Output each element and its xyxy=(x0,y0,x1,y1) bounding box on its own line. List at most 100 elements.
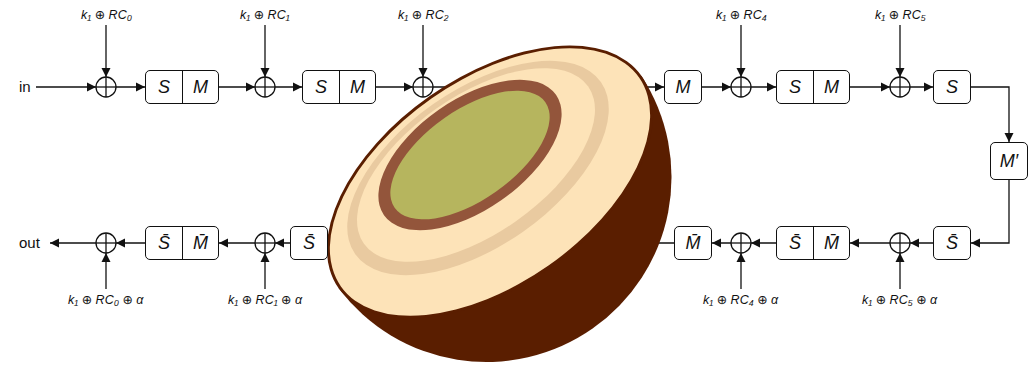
arrowhead xyxy=(655,83,664,92)
arrowhead xyxy=(50,239,59,248)
coconut-rim xyxy=(278,0,702,365)
xor-cross xyxy=(105,77,106,97)
xor-symbol xyxy=(255,77,275,97)
arrowhead xyxy=(275,239,284,248)
arrowhead xyxy=(419,68,428,77)
round-key-label: k₁ ⊕ RC₅ ⊕ α xyxy=(862,293,937,308)
cipher-box: M̄ xyxy=(674,226,712,260)
cipher-box: S̄ xyxy=(933,226,971,260)
coconut-flesh-inner xyxy=(324,30,628,300)
round-key-label: k₁ ⊕ RC₁ ⊕ α xyxy=(228,293,302,308)
cipher-box: S̄M̄ xyxy=(145,226,219,260)
cipher-box: S̄M̄ xyxy=(776,226,850,260)
xor-cross xyxy=(740,233,741,253)
cipher-box: SM xyxy=(302,70,376,104)
connector-line xyxy=(702,86,776,87)
arrowhead xyxy=(737,68,746,77)
operation-symbol: S xyxy=(146,71,182,103)
arrowhead xyxy=(219,239,228,248)
connector-line xyxy=(712,242,776,243)
arrowhead xyxy=(896,68,905,77)
xor-cross xyxy=(899,77,900,97)
round-key-label: k₁ ⊕ RC₄ xyxy=(716,8,767,23)
arrowhead xyxy=(924,83,933,92)
coconut-core xyxy=(369,65,571,244)
arrowhead xyxy=(850,239,859,248)
connector xyxy=(971,180,1009,248)
arrowhead xyxy=(261,253,270,262)
xor-symbol xyxy=(731,233,751,253)
connector-line xyxy=(850,242,933,243)
operation-symbol: S̄ xyxy=(777,227,813,259)
connector xyxy=(971,87,1014,142)
operation-symbol: S̄ xyxy=(146,227,182,259)
arrowhead xyxy=(712,239,721,248)
operation-symbol: M̄ xyxy=(813,227,849,259)
output-wire xyxy=(50,242,145,243)
arrowhead xyxy=(737,253,746,262)
connector-line xyxy=(219,86,302,87)
arrowhead xyxy=(751,239,760,248)
round-key-label: k₁ ⊕ RC₀ ⊕ α xyxy=(68,293,143,308)
arrowhead xyxy=(293,83,302,92)
xor-symbol xyxy=(731,77,751,97)
arrowhead xyxy=(910,239,919,248)
operation-symbol: M xyxy=(339,71,375,103)
cipher-box: S xyxy=(933,70,971,104)
cipher-box: SM xyxy=(145,70,219,104)
arrowhead xyxy=(261,68,270,77)
arrowhead xyxy=(136,83,145,92)
round-key-label: k₁ ⊕ RC₅ xyxy=(875,8,926,23)
operation-symbol: M xyxy=(182,71,218,103)
xor-cross xyxy=(740,77,741,97)
xor-symbol xyxy=(96,233,116,253)
xor-cross xyxy=(422,77,423,97)
port-label: out xyxy=(19,234,40,252)
round-key-label: k₁ ⊕ RC₀ xyxy=(81,8,132,23)
coconut-flesh xyxy=(282,0,697,365)
arrowhead xyxy=(881,83,890,92)
cipher-box: M′ xyxy=(990,142,1028,180)
xor-symbol xyxy=(890,77,910,97)
xor-cross xyxy=(105,233,106,253)
round-key-label: k₁ ⊕ RC₂ xyxy=(398,8,448,23)
xor-cross xyxy=(264,77,265,97)
operation-symbol: S xyxy=(934,71,970,103)
connector-line xyxy=(971,87,1009,142)
operation-symbol: S xyxy=(777,71,813,103)
arrowhead xyxy=(722,83,731,92)
operation-symbol: S̄ xyxy=(934,227,970,259)
cipher-box: M xyxy=(664,70,702,104)
arrowhead xyxy=(116,239,125,248)
operation-symbol: S̄ xyxy=(291,227,327,259)
xor-cross xyxy=(264,233,265,253)
operation-symbol: M xyxy=(665,71,701,103)
arrowhead xyxy=(87,83,96,92)
operation-symbol: M̄ xyxy=(675,227,711,259)
xor-symbol xyxy=(96,77,116,97)
arrowhead xyxy=(1005,133,1014,142)
arrowhead xyxy=(102,253,111,262)
arrowhead xyxy=(767,83,776,92)
cipher-box: SM xyxy=(776,70,850,104)
connector-line xyxy=(971,180,1009,243)
arrowhead xyxy=(971,239,980,248)
coconut-ring xyxy=(352,50,587,261)
xor-symbol xyxy=(413,77,433,97)
operation-symbol: M̄ xyxy=(182,227,218,259)
connector-line xyxy=(850,86,933,87)
xor-symbol xyxy=(890,233,910,253)
port-label: in xyxy=(19,78,31,96)
arrowhead xyxy=(102,68,111,77)
round-key-label: k₁ ⊕ RC₁ xyxy=(240,8,290,23)
arrowhead xyxy=(246,83,255,92)
operation-symbol: S xyxy=(303,71,339,103)
round-key-label: k₁ ⊕ RC₄ ⊕ α xyxy=(703,293,778,308)
xor-symbol xyxy=(255,233,275,253)
coconut-band xyxy=(310,18,645,318)
arrowhead xyxy=(896,253,905,262)
arrowhead xyxy=(404,83,413,92)
operation-symbol: M xyxy=(813,71,849,103)
